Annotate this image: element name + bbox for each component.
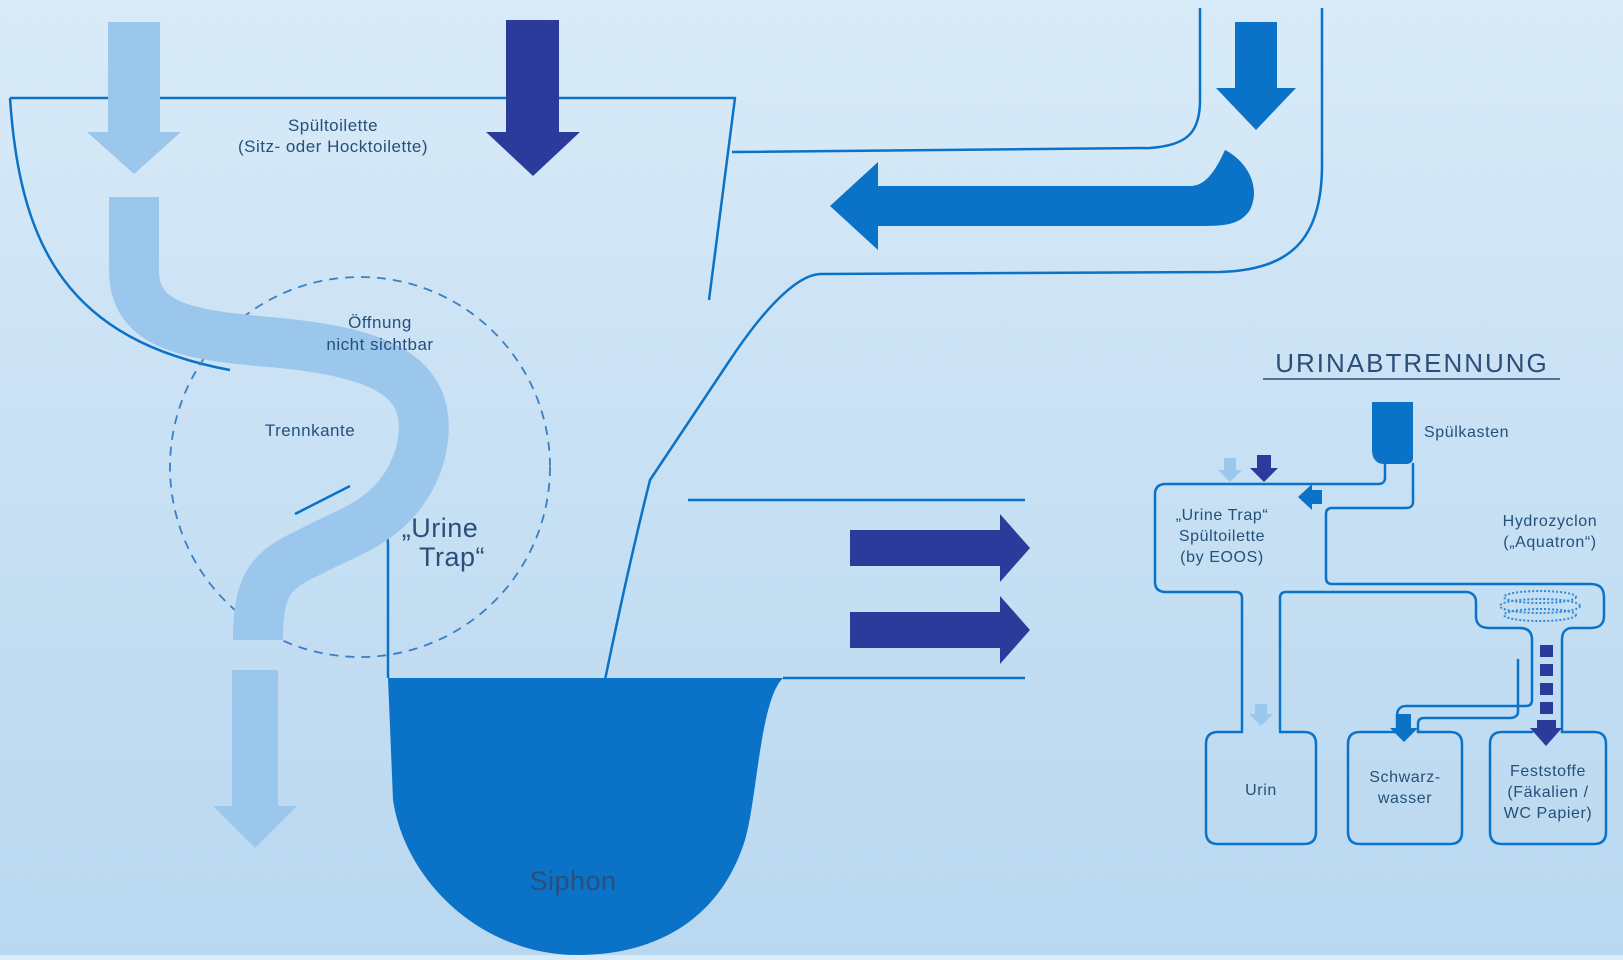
outflow-arrow-2 (850, 596, 1030, 664)
schematic-blackwater-arrow (1390, 714, 1418, 742)
blackwater-label-line2: wasser (1377, 790, 1432, 807)
siphon-water (388, 678, 783, 955)
blackwater-inner-pipe (1416, 658, 1520, 734)
schematic-urine-arrow (1249, 704, 1273, 726)
urine-trap-label-line1: „Urine (402, 513, 479, 543)
flush-inlet-pipe-outer (581, 8, 1324, 791)
toilet-bowl-outline (8, 96, 737, 372)
solids-dashed-arrow (1530, 645, 1562, 746)
flush-left-arrow (830, 150, 1254, 250)
schematic-toilet-label-line3: (by EOOS) (1180, 549, 1264, 566)
opening-detail-circle (169, 276, 551, 658)
opening-label-line1: Öffnung (348, 313, 412, 332)
hydro-label-line1: Hydrozyclon (1503, 513, 1598, 530)
hydrocyclone-swirl-icon (1499, 590, 1581, 622)
hydro-label-line2: („Aquatron“) (1503, 534, 1596, 551)
schematic-toilet-box (1153, 482, 1606, 734)
opening-label-line2: nicht sichtbar (326, 335, 433, 354)
dark-arrow-top (486, 20, 580, 176)
schematic-toilet-label-line1: „Urine Trap“ (1176, 507, 1269, 524)
urine-flow-path (109, 197, 449, 641)
flush-down-arrow (1216, 22, 1296, 130)
edge-label: Trennkante (265, 421, 355, 440)
solids-tank (1488, 730, 1608, 846)
separation-edge-line (294, 484, 351, 516)
urine-trap-label-line2: Trap“ (419, 542, 485, 572)
urine-tank-label: Urin (1245, 782, 1277, 799)
drain-pipe (688, 498, 1025, 680)
cistern-icon (1372, 402, 1413, 464)
toilet-label-line2: (Sitz- oder Hocktoilette) (238, 137, 428, 156)
cistern-pipe-outer (1324, 462, 1415, 558)
schematic-dark-arrow (1250, 455, 1278, 482)
siphon-label: Siphon (529, 866, 616, 896)
solids-label-line1: Feststoffe (1510, 763, 1586, 780)
cistern-label: Spülkasten (1424, 424, 1509, 441)
light-arrow-top (87, 22, 181, 174)
light-arrow-bottom (213, 670, 297, 848)
blackwater-label-line1: Schwarz- (1369, 769, 1440, 786)
schematic-light-arrow (1218, 458, 1242, 482)
schematic-title: URINABTRENNUNG (1275, 348, 1549, 378)
urine-tank (1204, 730, 1318, 846)
solids-label-line3: WC Papier) (1504, 805, 1593, 822)
blackwater-tank (1346, 730, 1464, 846)
flush-inlet-pipe (731, 8, 1202, 154)
toilet-label-line1: Spültoilette (288, 116, 378, 135)
solids-label-line2: (Fäkalien / (1507, 784, 1588, 801)
cistern-pipe (1292, 462, 1387, 486)
schematic-flush-arrow (1298, 484, 1322, 510)
outflow-arrow-1 (850, 514, 1030, 582)
schematic-toilet-label-line2: Spültoilette (1179, 528, 1265, 545)
